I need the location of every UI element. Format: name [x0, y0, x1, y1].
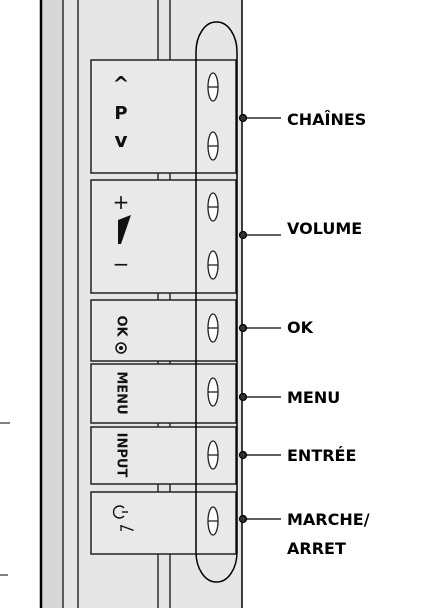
key-cap[interactable]	[207, 313, 219, 343]
key-cap[interactable]	[207, 131, 219, 161]
leader-dot	[238, 392, 248, 402]
panel-edge	[41, 0, 63, 608]
callout-volume: VOLUME	[287, 219, 363, 238]
key-cap[interactable]	[207, 440, 219, 470]
leader-dot	[238, 450, 248, 460]
callout-ok: OK	[287, 318, 313, 337]
leader-dot	[238, 113, 248, 123]
key-cap[interactable]	[207, 72, 219, 102]
volume-minus-glyph: −	[112, 252, 130, 276]
leader-dot	[238, 323, 248, 333]
leader-dot	[238, 514, 248, 524]
key-cap[interactable]	[207, 377, 219, 407]
channel-p-glyph: P	[114, 103, 128, 124]
channel-up-glyph: ^	[112, 72, 130, 96]
menu-key-label: MENU	[113, 371, 129, 415]
callout-marche: MARCHE/	[287, 510, 370, 529]
callout-arret: ARRET	[287, 539, 346, 558]
callout-menu: MENU	[287, 388, 341, 407]
key-cap[interactable]	[207, 506, 219, 536]
button-group-outline	[195, 21, 238, 583]
key-cap[interactable]	[207, 250, 219, 280]
ok-dot-icon	[115, 342, 127, 354]
callout-entree: ENTRÉE	[287, 446, 357, 465]
channel-down-glyph: v	[114, 128, 128, 152]
volume-wedge-icon	[118, 215, 131, 244]
input-key-label: INPUT	[113, 432, 129, 478]
key-cap[interactable]	[207, 192, 219, 222]
power-icon	[112, 505, 128, 519]
power-standby-mark	[120, 524, 134, 532]
volume-plus-glyph: +	[112, 190, 130, 214]
leader-dot	[238, 230, 248, 240]
callout-chaines: CHAÎNES	[287, 110, 367, 129]
ok-key-label: OK	[113, 315, 129, 337]
